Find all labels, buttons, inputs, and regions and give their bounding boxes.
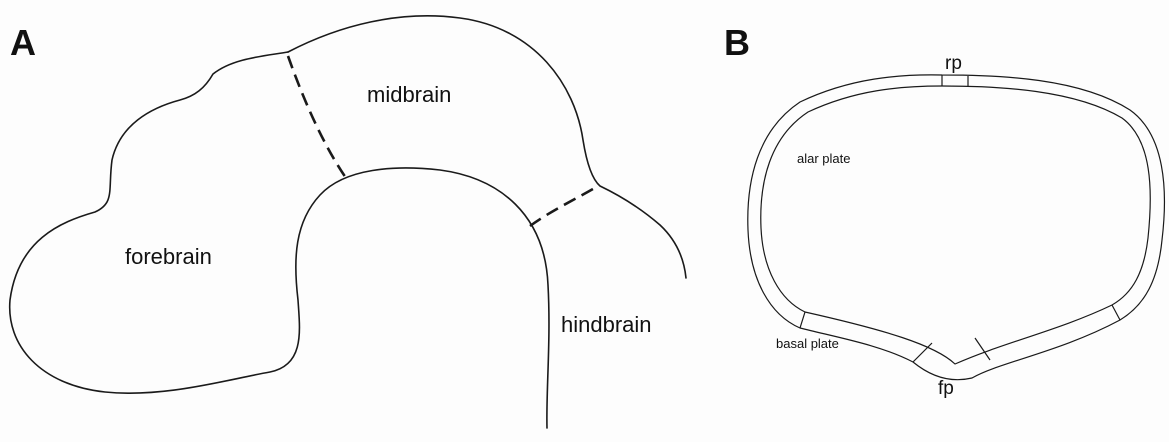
hindbrain-label: hindbrain <box>561 312 652 337</box>
neural-tube-outer-wall <box>748 75 1165 380</box>
dorsal-outline <box>288 16 686 278</box>
alar-plate-label: alar plate <box>797 151 850 166</box>
basal-plate-label: basal plate <box>776 336 839 351</box>
panel-a: A forebrain midbrain hindbrain <box>10 16 686 428</box>
floor-plate-label: fp <box>938 378 954 399</box>
forebrain-midbrain-boundary <box>288 56 346 178</box>
roof-plate-label: rp <box>945 53 962 74</box>
floor-plate-right-boundary <box>975 338 990 360</box>
panel-b-letter: B <box>724 22 750 63</box>
alar-basal-boundary-right <box>1112 305 1120 320</box>
midbrain-hindbrain-boundary <box>530 186 598 226</box>
midbrain-label: midbrain <box>367 82 451 107</box>
alar-basal-boundary-left <box>800 312 805 328</box>
forebrain-label: forebrain <box>125 244 212 269</box>
panel-a-letter: A <box>10 22 36 63</box>
panel-b: B rp alar plate basal plate fp <box>724 22 1164 399</box>
floor-plate-left-boundary <box>913 343 932 362</box>
neural-tube-outer-outline <box>10 52 549 428</box>
neural-tube-lumen <box>761 86 1151 364</box>
